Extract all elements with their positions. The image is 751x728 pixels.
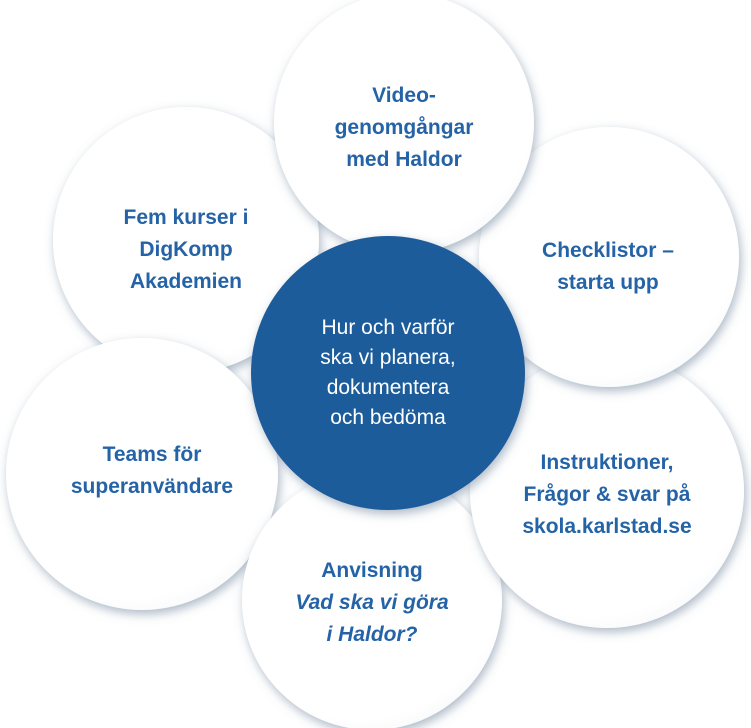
- petal-bottom-line-1: Anvisning: [321, 559, 423, 582]
- petal-upper-right: [479, 127, 739, 387]
- petal-bottom-line-2: Vad ska vi göra: [295, 591, 449, 614]
- petal-lower-left-line-1: Teams för: [102, 443, 202, 466]
- petal-top-line-2: genomgångar: [334, 116, 474, 139]
- petal-lower-left: [6, 338, 278, 610]
- center-line-1: Hur och varför: [321, 316, 455, 339]
- petal-upper-right-label: Checklistor – starta upp: [508, 232, 708, 302]
- petal-bottom-line-3: i Haldor?: [326, 623, 418, 646]
- petal-lower-left-line-2: superanvändare: [70, 475, 234, 498]
- petal-upper-right-line-2: starta upp: [557, 271, 659, 294]
- petal-lower-right-line-1: Instruktioner,: [540, 451, 674, 474]
- petal-upper-left-line-1: Fem kurser i: [123, 206, 249, 229]
- center-line-4: och bedöma: [330, 406, 446, 429]
- petal-lower-right-line-3: skola.karlstad.se: [522, 515, 692, 538]
- petal-top-line-3: med Haldor: [346, 148, 462, 171]
- center-label: Hur och varför ska vi planera, dokumente…: [260, 300, 516, 446]
- petal-top-label: Video- genomgångar med Haldor: [304, 78, 504, 178]
- center-circle: [251, 236, 525, 510]
- petal-lower-right: [470, 354, 744, 628]
- petal-top-line-1: Video-: [372, 84, 436, 107]
- petal-lower-right-line-2: Frågor & svar på: [523, 483, 691, 506]
- petal-upper-left-line-3: Akademien: [129, 270, 243, 293]
- petal-upper-left: [53, 107, 319, 373]
- petal-upper-left-line-2: DigKomp: [139, 238, 233, 261]
- petal-upper-right-line-1: Checklistor –: [542, 239, 674, 262]
- petal-bottom-label: Anvisning Vad ska vi göra i Haldor?: [272, 553, 472, 653]
- petal-lower-left-label: Teams för superanvändare: [52, 436, 252, 506]
- petal-top: [274, 0, 534, 253]
- center-line-3: dokumentera: [326, 376, 450, 399]
- petal-bottom: [242, 470, 502, 728]
- petal-lower-right-label: Instruktioner, Frågor & svar på skola.ka…: [497, 445, 717, 545]
- center-line-2: ska vi planera,: [320, 346, 456, 369]
- petal-upper-left-label: Fem kurser i DigKomp Akademien: [86, 200, 286, 300]
